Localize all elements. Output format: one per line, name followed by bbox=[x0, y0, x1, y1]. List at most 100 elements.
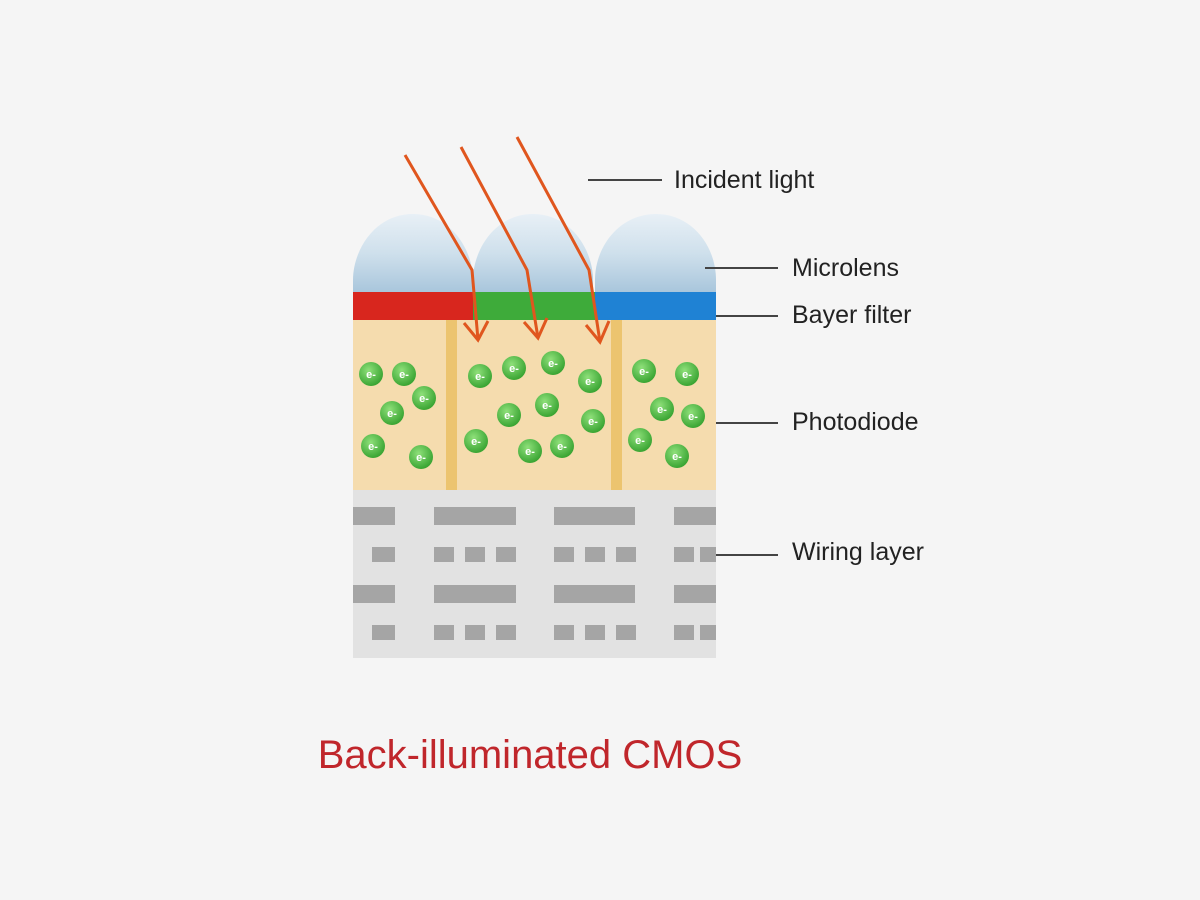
electron-symbol: e- bbox=[688, 411, 698, 423]
electron-circle bbox=[650, 397, 674, 421]
wiring-block bbox=[585, 547, 605, 562]
electron-symbol: e- bbox=[542, 400, 552, 412]
electron-circle bbox=[628, 428, 652, 452]
microlens-middle bbox=[473, 214, 593, 292]
filter-blue bbox=[595, 292, 716, 320]
light-arrow-2 bbox=[459, 146, 540, 339]
electron: e- bbox=[392, 362, 416, 386]
electron-symbol: e- bbox=[504, 410, 514, 422]
electron: e- bbox=[541, 351, 565, 375]
electron-symbol: e- bbox=[387, 408, 397, 420]
wiring-block bbox=[465, 625, 485, 640]
electron-circle bbox=[468, 364, 492, 388]
wiring-blocks bbox=[353, 507, 716, 640]
electron: e- bbox=[681, 404, 705, 428]
electron: e- bbox=[675, 362, 699, 386]
electron: e- bbox=[628, 428, 652, 452]
electron-circle bbox=[578, 369, 602, 393]
electron-circle bbox=[550, 434, 574, 458]
wiring-block bbox=[353, 585, 395, 603]
electron-group: e-e-e-e-e-e-e-e-e-e-e-e-e-e-e-e-e-e-e-e-… bbox=[359, 351, 705, 469]
wiring-block bbox=[554, 585, 635, 603]
electron-symbol: e- bbox=[657, 404, 667, 416]
electron-circle bbox=[675, 362, 699, 386]
electron: e- bbox=[380, 401, 404, 425]
wiring-block bbox=[554, 625, 574, 640]
wiring-block bbox=[434, 625, 454, 640]
wiring-block bbox=[700, 625, 716, 640]
incident-light-arrows bbox=[403, 136, 611, 345]
electron: e- bbox=[581, 409, 605, 433]
wiring-block bbox=[585, 625, 605, 640]
electron: e- bbox=[409, 445, 433, 469]
electron-symbol: e- bbox=[557, 441, 567, 453]
wiring-block bbox=[616, 547, 636, 562]
electron-symbol: e- bbox=[635, 435, 645, 447]
light-arrow-2-head bbox=[522, 317, 549, 341]
electron-circle bbox=[535, 393, 559, 417]
electron-circle bbox=[541, 351, 565, 375]
wiring-block bbox=[434, 585, 516, 603]
electron: e- bbox=[650, 397, 674, 421]
label-photodiode: Photodiode bbox=[792, 408, 919, 436]
electron-circle bbox=[665, 444, 689, 468]
electron-circle bbox=[392, 362, 416, 386]
wiring-block bbox=[372, 547, 395, 562]
electron-symbol: e- bbox=[509, 363, 519, 375]
photodiode-separator-right bbox=[611, 320, 622, 490]
electron: e- bbox=[361, 434, 385, 458]
wiring-block bbox=[616, 625, 636, 640]
electron-symbol: e- bbox=[475, 371, 485, 383]
electron: e- bbox=[632, 359, 656, 383]
electron-circle bbox=[581, 409, 605, 433]
wiring-block bbox=[554, 507, 635, 525]
electron: e- bbox=[518, 439, 542, 463]
wiring-block bbox=[554, 547, 574, 562]
wiring-block bbox=[434, 507, 516, 525]
electron-symbol: e- bbox=[366, 369, 376, 381]
electron: e- bbox=[535, 393, 559, 417]
electron-symbol: e- bbox=[548, 358, 558, 370]
electron: e- bbox=[464, 429, 488, 453]
label-microlens: Microlens bbox=[792, 254, 899, 282]
electron-symbol: e- bbox=[525, 446, 535, 458]
filter-red bbox=[353, 292, 473, 320]
electron-symbol: e- bbox=[471, 436, 481, 448]
label-incident-light: Incident light bbox=[674, 166, 814, 194]
electron-symbol: e- bbox=[639, 366, 649, 378]
electron-circle bbox=[412, 386, 436, 410]
wiring-block bbox=[372, 625, 395, 640]
microlens-group bbox=[353, 214, 716, 292]
wiring-block bbox=[700, 547, 716, 562]
wiring-block bbox=[496, 547, 516, 562]
electron-circle bbox=[518, 439, 542, 463]
light-arrow-1-head bbox=[462, 320, 490, 343]
wiring-block bbox=[353, 507, 395, 525]
microlens-right bbox=[595, 214, 716, 292]
electron-circle bbox=[681, 404, 705, 428]
wiring-block bbox=[496, 625, 516, 640]
electron: e- bbox=[359, 362, 383, 386]
microlens-left bbox=[353, 214, 473, 292]
electron-symbol: e- bbox=[399, 369, 409, 381]
wiring-block bbox=[465, 547, 485, 562]
electron-symbol: e- bbox=[672, 451, 682, 463]
wiring-block bbox=[674, 547, 694, 562]
electron-symbol: e- bbox=[416, 452, 426, 464]
wiring-block bbox=[434, 547, 454, 562]
light-arrow-3-head bbox=[584, 320, 611, 345]
electron: e- bbox=[412, 386, 436, 410]
electron: e- bbox=[665, 444, 689, 468]
leader-lines bbox=[588, 179, 778, 556]
wiring-block bbox=[674, 507, 716, 525]
electron-symbol: e- bbox=[419, 393, 429, 405]
photodiode-separator-left bbox=[446, 320, 457, 490]
wiring-block bbox=[674, 625, 694, 640]
wiring-layer bbox=[353, 490, 716, 658]
electron: e- bbox=[550, 434, 574, 458]
electron-symbol: e- bbox=[588, 416, 598, 428]
light-arrow-1 bbox=[403, 154, 480, 341]
electron-circle bbox=[497, 403, 521, 427]
wiring-background bbox=[353, 490, 716, 658]
